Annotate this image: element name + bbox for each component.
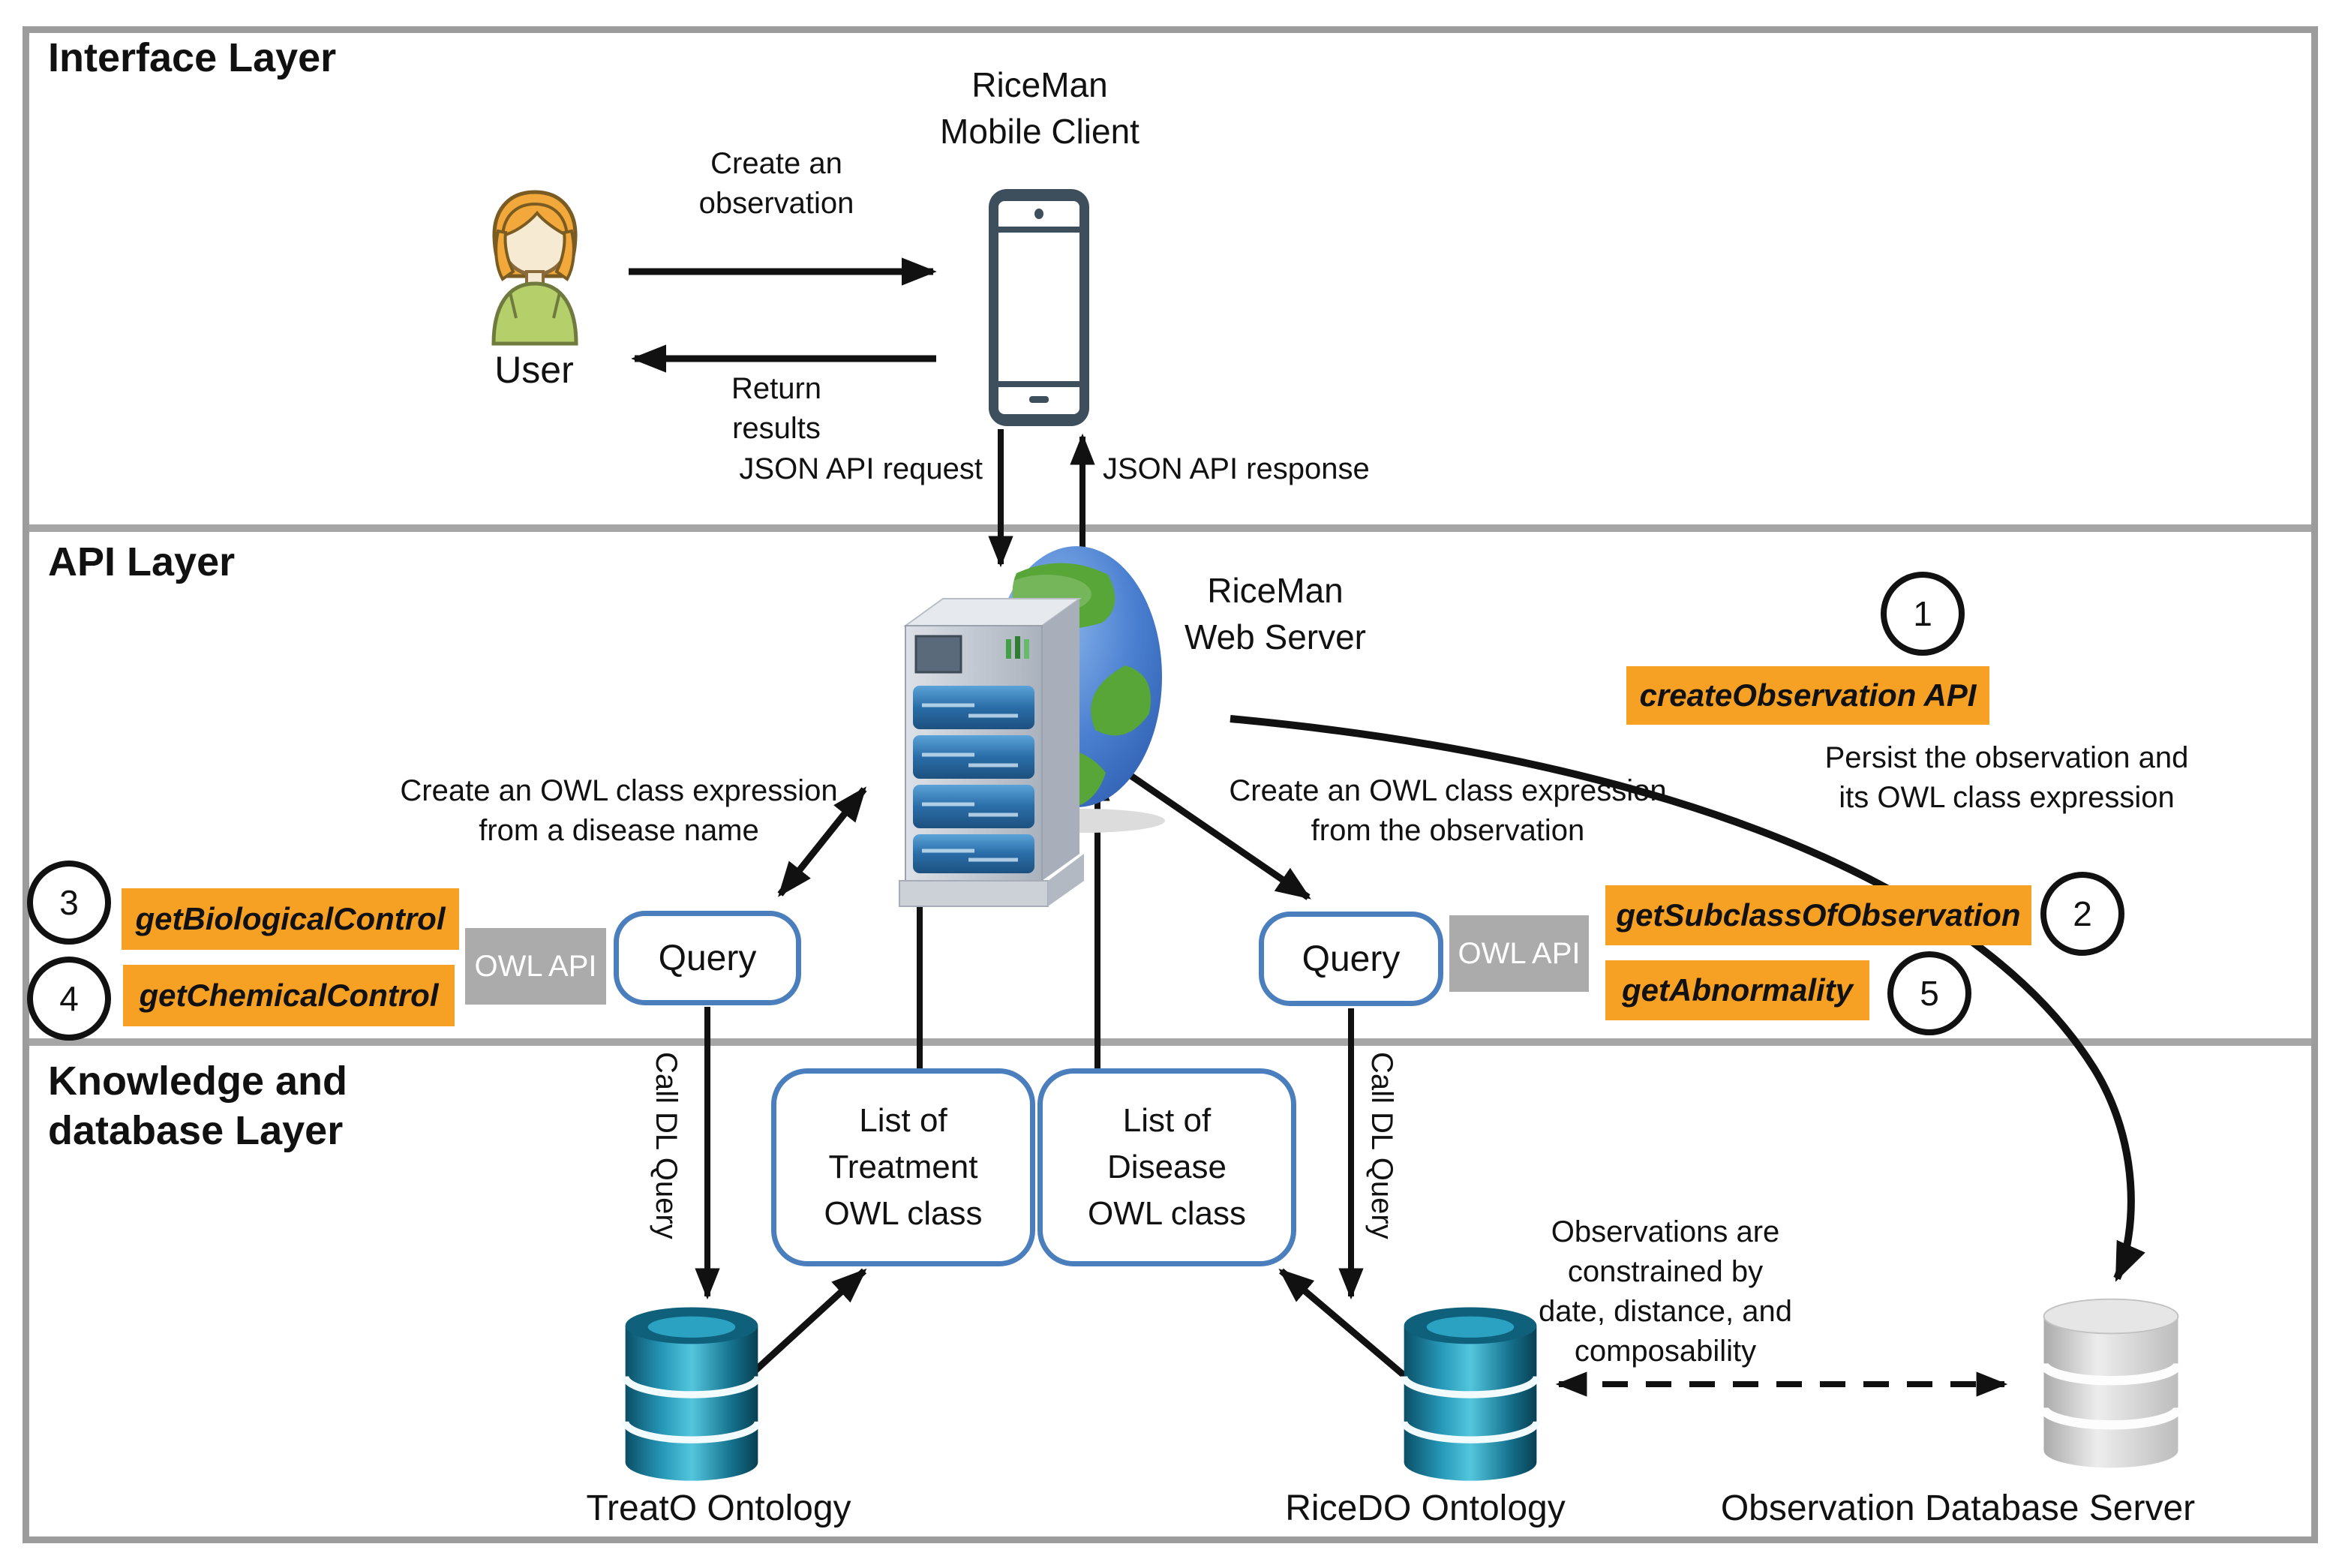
persist-note: Persist the observation and its OWL clas… xyxy=(1824,741,2189,814)
query-box-right: Query xyxy=(1259,912,1443,1006)
step-circle-5: 5 xyxy=(1887,951,1971,1035)
step-number: 3 xyxy=(59,883,79,922)
create-observation-note: Create an observation xyxy=(698,147,854,220)
layer-separator-1 xyxy=(29,524,2311,532)
web-server-icon xyxy=(896,527,1219,913)
server-tower xyxy=(899,598,1084,907)
observation-db-label: Observation Database Server xyxy=(1720,1488,2196,1528)
step-number: 1 xyxy=(1913,594,1932,633)
interface-layer-title: Interface Layer xyxy=(48,35,337,80)
constraint-note: Observations are constrained by date, di… xyxy=(1538,1215,1793,1368)
ricedo-database-icon xyxy=(1400,1302,1541,1487)
query-box-left: Query xyxy=(614,911,801,1005)
knowledge-layer-title: Knowledge and database Layer xyxy=(48,1059,348,1153)
step-circle-1: 1 xyxy=(1881,572,1965,656)
disease-expression-note: Create an OWL class expression from a di… xyxy=(400,774,838,847)
treato-label: TreatO Ontology xyxy=(586,1488,851,1528)
api-layer-title: API Layer xyxy=(48,539,236,584)
get-chemical-control-badge: getChemicalControl xyxy=(123,965,455,1026)
call-dl-query-right: Call DL Query xyxy=(1365,1052,1398,1239)
web-server-title: RiceMan Web Server xyxy=(1184,571,1367,656)
json-response-label: JSON API response xyxy=(1103,452,1370,485)
call-dl-query-left: Call DL Query xyxy=(650,1052,683,1239)
observation-expression-note: Create an OWL class expression from the … xyxy=(1229,774,1667,847)
step-number: 4 xyxy=(59,979,79,1018)
observation-database-icon xyxy=(2024,1295,2198,1473)
step-circle-2: 2 xyxy=(2040,872,2124,956)
get-abnormality-badge: getAbnormality xyxy=(1605,960,1869,1020)
layer-separator-2 xyxy=(29,1038,2311,1046)
treato-database-icon xyxy=(621,1302,762,1487)
mobile-client-title: RiceMan Mobile Client xyxy=(940,65,1139,151)
get-biological-control-badge: getBiologicalControl xyxy=(122,888,459,950)
user-label: User xyxy=(494,349,574,391)
step-number: 5 xyxy=(1920,974,1939,1013)
get-subclass-of-observation-badge: getSubclassOfObservation xyxy=(1605,885,2031,945)
owl-api-box-left: OWL API xyxy=(465,928,606,1005)
create-observation-api-badge: createObservation API xyxy=(1626,666,1989,725)
step-number: 2 xyxy=(2073,894,2092,933)
user-icon xyxy=(471,188,599,347)
step-circle-3: 3 xyxy=(27,861,111,945)
step-circle-4: 4 xyxy=(27,957,111,1041)
owl-api-box-right: OWL API xyxy=(1449,915,1589,992)
list-disease-owl-class-box: List of Disease OWL class xyxy=(1037,1068,1296,1266)
return-results-note: Return results xyxy=(731,372,822,445)
ricedo-label: RiceDO Ontology xyxy=(1285,1488,1566,1528)
list-treatment-owl-class-box: List of Treatment OWL class xyxy=(771,1068,1035,1266)
smartphone-icon xyxy=(989,189,1089,426)
json-request-label: JSON API request xyxy=(739,452,983,485)
